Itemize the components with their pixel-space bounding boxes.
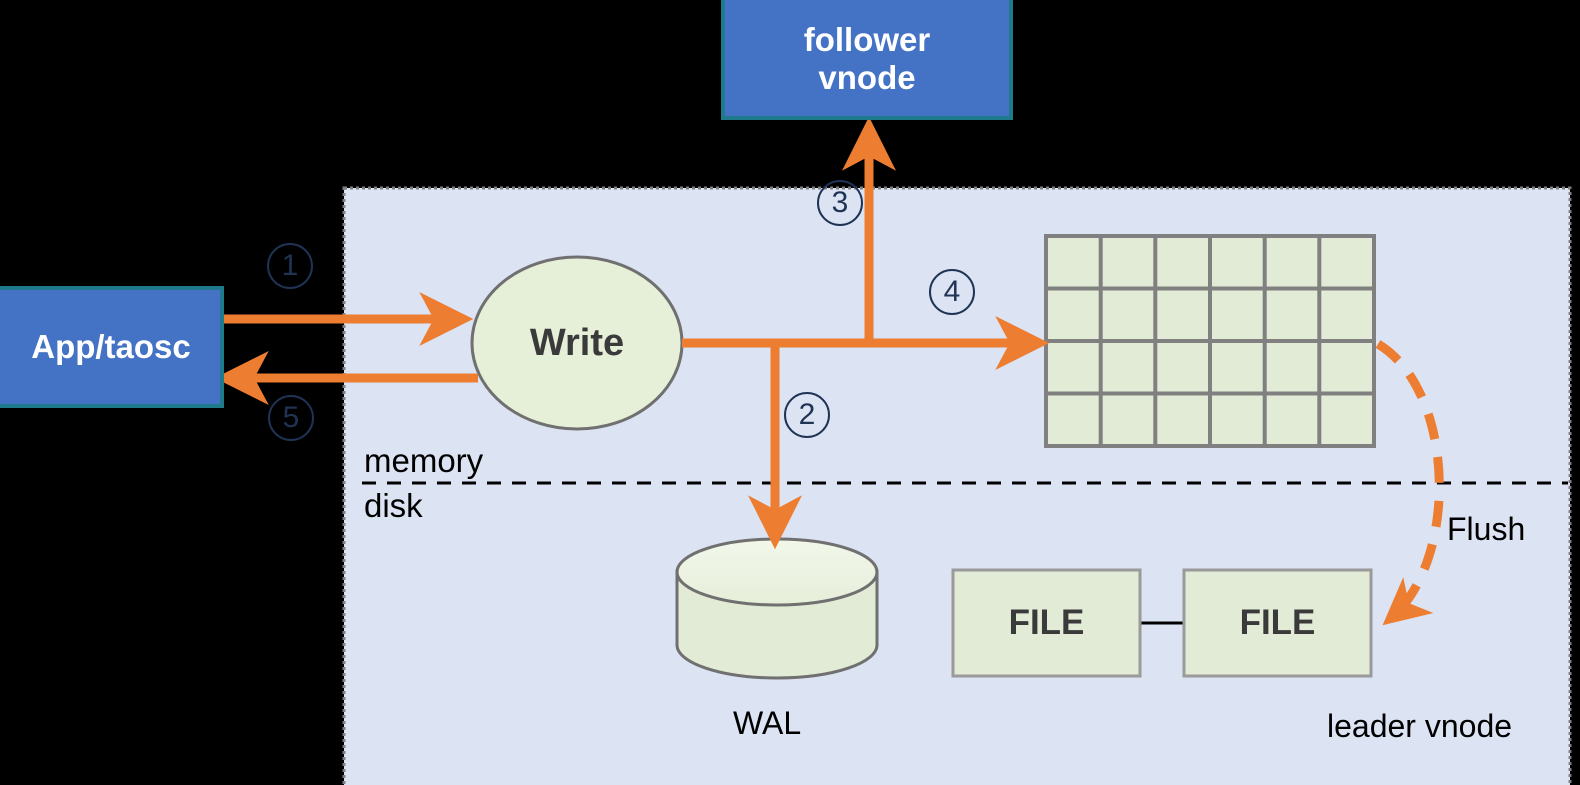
memtable-grid bbox=[1044, 234, 1376, 448]
disk-label: disk bbox=[364, 487, 423, 524]
step-marker-5: 5 bbox=[268, 395, 314, 441]
leader-vnode-label: leader vnode bbox=[1327, 708, 1513, 744]
step-marker-2: 2 bbox=[784, 392, 830, 438]
step-marker-4: 4 bbox=[929, 269, 975, 315]
file-box-left bbox=[951, 568, 1142, 678]
arrow-flush bbox=[1375, 340, 1444, 626]
step-marker-3: 3 bbox=[817, 180, 863, 226]
file-box-right bbox=[1182, 568, 1373, 678]
wal-label: WAL bbox=[733, 705, 802, 741]
wal-cylinder bbox=[675, 537, 879, 680]
memory-label: memory bbox=[364, 442, 484, 479]
flush-label: Flush bbox=[1447, 511, 1526, 547]
follower-vnode-box bbox=[721, 0, 1013, 120]
step-marker-1: 1 bbox=[267, 243, 313, 289]
write-node bbox=[470, 255, 684, 431]
app-taosc-box bbox=[0, 286, 224, 408]
